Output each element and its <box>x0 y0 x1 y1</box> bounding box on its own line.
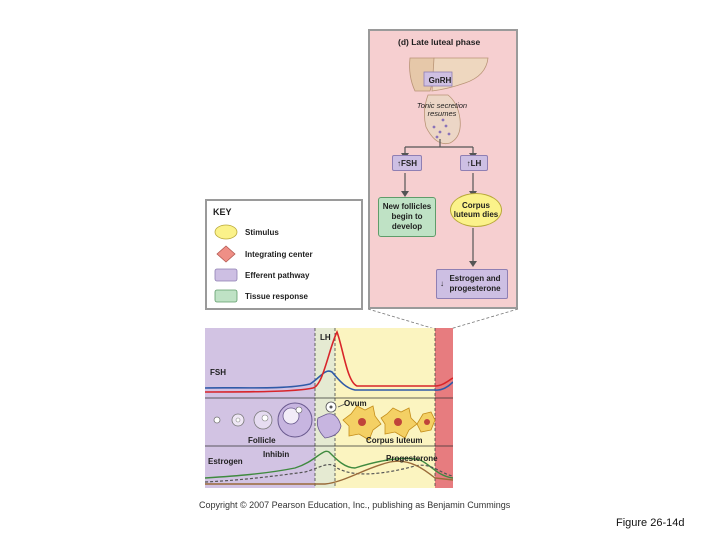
lh-label: LH <box>320 333 331 342</box>
lh-curve <box>205 329 453 393</box>
tonic-secretion-label: Tonic secretion resumes <box>416 101 468 118</box>
pituitary-illustration <box>401 57 489 267</box>
key-item-tissue-response: Tissue response <box>245 292 308 301</box>
estrogen-progesterone-box: ↓ Estrogen and progesterone <box>436 269 508 299</box>
key-item-stimulus: Stimulus <box>245 228 279 237</box>
lh-box: ↑LH <box>460 155 488 171</box>
copyright-notice: Copyright © 2007 Pearson Education, Inc.… <box>199 500 511 510</box>
efferent-pathway-swatch <box>214 268 238 282</box>
key-title: KEY <box>213 207 232 217</box>
inhibin-label: Inhibin <box>263 450 290 459</box>
luteal-zone <box>335 328 435 488</box>
follicle-stage-1 <box>213 416 221 424</box>
menstrual-cycle-timeline <box>205 328 453 488</box>
fsh-curve <box>205 370 453 391</box>
estrogen-label: Estrogen <box>208 457 243 466</box>
ovum-label: Ovum <box>344 399 367 408</box>
corpus-luteum-dies-box: Corpus luteum dies <box>450 193 502 227</box>
inhibin-curve <box>205 464 453 483</box>
corpus-luteum-label: Corpus luteum <box>366 436 423 445</box>
lh-label: LH <box>470 158 482 168</box>
fsh-box: ↑FSH <box>392 155 422 171</box>
up-arrow-icon: ↑ <box>466 158 471 168</box>
panel-title: (d) Late luteal phase <box>398 37 481 47</box>
gnrh-label: GnRH <box>428 75 452 85</box>
key-item-efferent-pathway: Efferent pathway <box>245 271 310 280</box>
menses-zone <box>435 328 453 488</box>
ruptured-follicle <box>316 413 342 439</box>
estrogen-curve <box>205 450 453 479</box>
key-swatches <box>214 224 238 303</box>
stimulus-swatch <box>214 224 238 240</box>
fsh-label: FSH <box>401 158 417 168</box>
key-item-integrating-center: Integrating center <box>245 250 313 259</box>
estrogen-progesterone-label: Estrogen and progesterone <box>449 274 501 293</box>
zoom-lines <box>367 308 519 330</box>
follicle-label: Follicle <box>248 436 276 445</box>
late-luteal-phase-panel: (d) Late luteal phase GnRH Tonic secreti… <box>368 29 518 309</box>
progesterone-label: Progesterone <box>386 454 438 463</box>
tissue-response-swatch <box>214 289 238 303</box>
key-legend: KEY Stimulus Integrating center Efferent… <box>205 199 363 310</box>
figure-label: Figure 26-14d <box>616 517 685 529</box>
progesterone-curve <box>205 460 453 485</box>
integrating-center-swatch <box>216 245 236 263</box>
new-follicles-box: New follicles begin to develop <box>378 197 436 237</box>
fsh-label: FSH <box>210 368 226 377</box>
down-arrow-icon: ↓ <box>440 279 444 288</box>
ovulation-zone <box>315 328 335 488</box>
up-arrow-icon: ↑ <box>397 158 401 168</box>
